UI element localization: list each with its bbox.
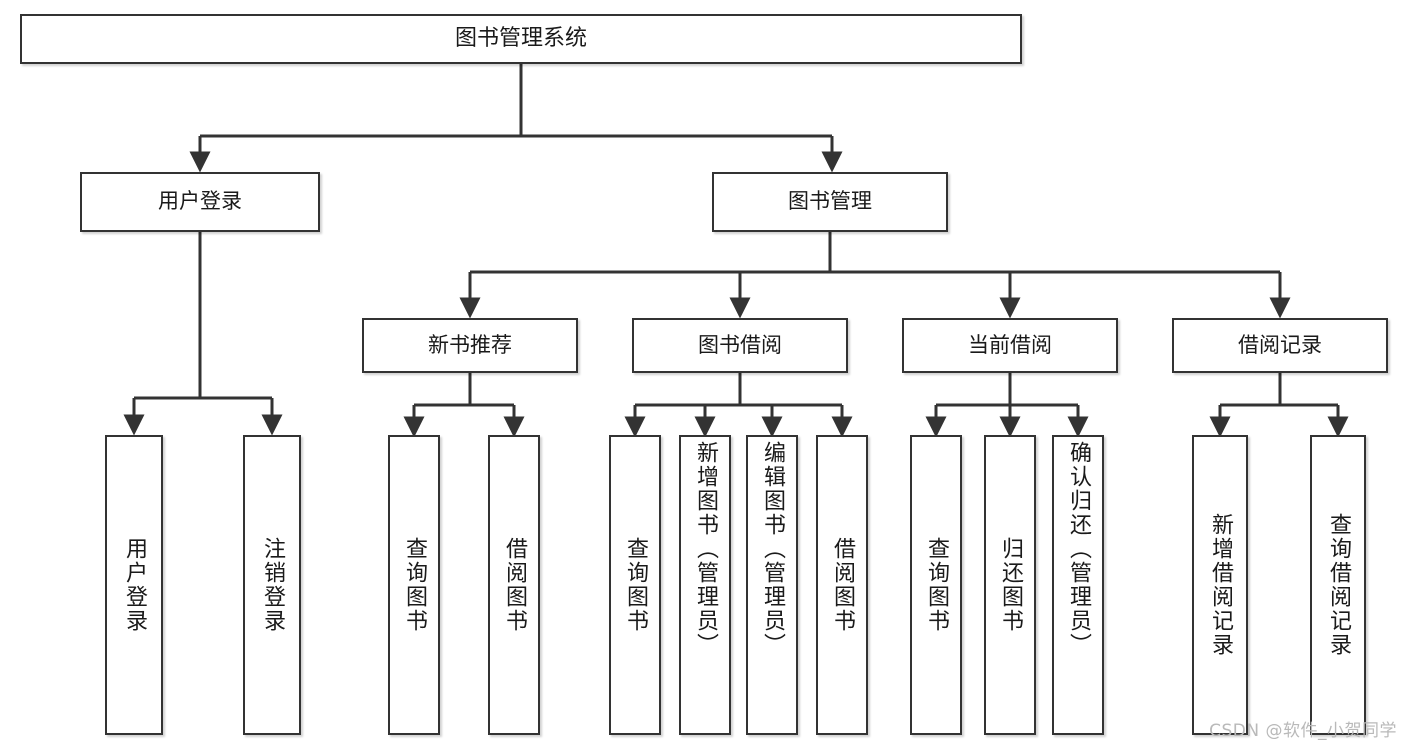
node-user-login-group-label: 用户登录 — [158, 189, 242, 214]
leaf-user-logout-label: 注销登录 — [260, 537, 285, 633]
node-new-book-rec-label: 新书推荐 — [428, 332, 512, 357]
leaf-add-borrow-record-label: 新增借阅记录 — [1208, 513, 1233, 657]
leaf-edit-book-admin[interactable]: 编辑图书（管理员） — [746, 435, 798, 735]
leaf-add-book-admin-label: 新增图书（管理员） — [693, 441, 718, 657]
leaf-edit-book-admin-label: 编辑图书（管理员） — [760, 441, 785, 657]
leaf-add-book-admin[interactable]: 新增图书（管理员） — [679, 435, 731, 735]
leaf-return-book[interactable]: 归还图书 — [984, 435, 1036, 735]
leaf-query-book-2[interactable]: 查询图书 — [609, 435, 661, 735]
leaf-confirm-return-admin[interactable]: 确认归还（管理员） — [1052, 435, 1104, 735]
leaf-query-book-1[interactable]: 查询图书 — [388, 435, 440, 735]
node-book-manage-group-label: 图书管理 — [788, 189, 872, 214]
leaf-query-book-2-label: 查询图书 — [623, 537, 648, 633]
leaf-add-borrow-record[interactable]: 新增借阅记录 — [1192, 435, 1248, 735]
node-borrow-record[interactable]: 借阅记录 — [1172, 318, 1388, 373]
watermark: CSDN @软件_小贺同学 — [1209, 721, 1397, 741]
node-current-borrow-label: 当前借阅 — [968, 332, 1052, 357]
leaf-query-book-1-label: 查询图书 — [402, 537, 427, 633]
leaf-return-book-label: 归还图书 — [998, 537, 1023, 633]
leaf-user-login-label: 用户登录 — [122, 537, 147, 633]
node-user-login-group[interactable]: 用户登录 — [80, 172, 320, 232]
node-root[interactable]: 图书管理系统 — [20, 14, 1022, 64]
leaf-user-logout[interactable]: 注销登录 — [243, 435, 301, 735]
node-book-manage-group[interactable]: 图书管理 — [712, 172, 948, 232]
leaf-borrow-book-1-label: 借阅图书 — [502, 537, 527, 633]
leaf-borrow-book-2[interactable]: 借阅图书 — [816, 435, 868, 735]
leaf-user-login[interactable]: 用户登录 — [105, 435, 163, 735]
leaf-borrow-book-2-label: 借阅图书 — [830, 537, 855, 633]
node-new-book-rec[interactable]: 新书推荐 — [362, 318, 578, 373]
leaf-confirm-return-admin-label: 确认归还（管理员） — [1066, 441, 1091, 657]
leaf-query-borrow-record[interactable]: 查询借阅记录 — [1310, 435, 1366, 735]
node-book-borrow[interactable]: 图书借阅 — [632, 318, 848, 373]
node-book-borrow-label: 图书借阅 — [698, 332, 782, 357]
leaf-query-book-3-label: 查询图书 — [924, 537, 949, 633]
node-current-borrow[interactable]: 当前借阅 — [902, 318, 1118, 373]
leaf-query-book-3[interactable]: 查询图书 — [910, 435, 962, 735]
leaf-query-borrow-record-label: 查询借阅记录 — [1326, 513, 1351, 657]
leaf-borrow-book-1[interactable]: 借阅图书 — [488, 435, 540, 735]
node-root-label: 图书管理系统 — [454, 25, 587, 51]
node-borrow-record-label: 借阅记录 — [1238, 332, 1322, 357]
